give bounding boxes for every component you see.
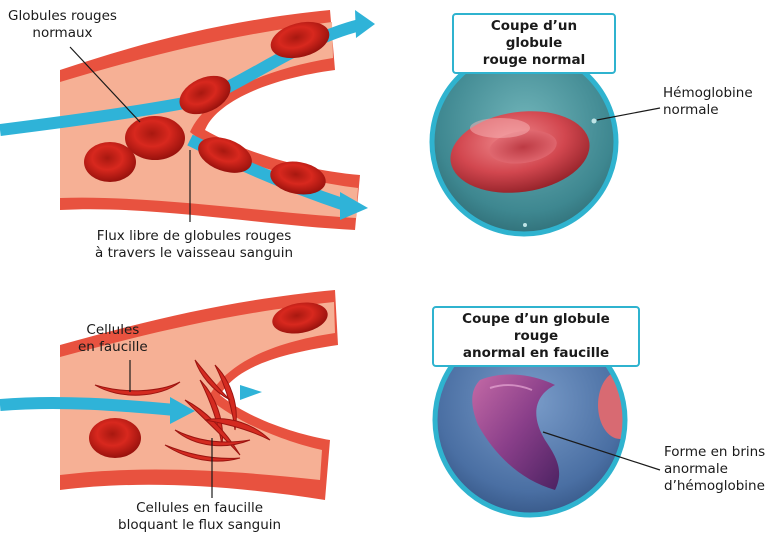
blocked-flow-label: Cellules en faucille bloquant le flux sa… bbox=[118, 500, 281, 534]
sickle-cells-label: Cellules en faucille bbox=[78, 322, 148, 356]
normal-hemoglobin-label: Hémoglobine normale bbox=[663, 85, 753, 119]
abnormal-hemoglobin-label: Forme en brins anormale d’hémoglobine bbox=[664, 444, 765, 495]
normal-cell-title: Coupe d’un globule rouge normal bbox=[452, 13, 616, 74]
sickle-blood-vessel bbox=[0, 290, 338, 500]
sickle-cell-title: Coupe d’un globule rouge anormal en fauc… bbox=[432, 306, 640, 367]
normal-blood-vessel bbox=[0, 10, 375, 230]
free-flow-label: Flux libre de globules rouges à travers … bbox=[95, 228, 293, 262]
normal-cells-label: Globules rouges normaux bbox=[8, 8, 117, 42]
